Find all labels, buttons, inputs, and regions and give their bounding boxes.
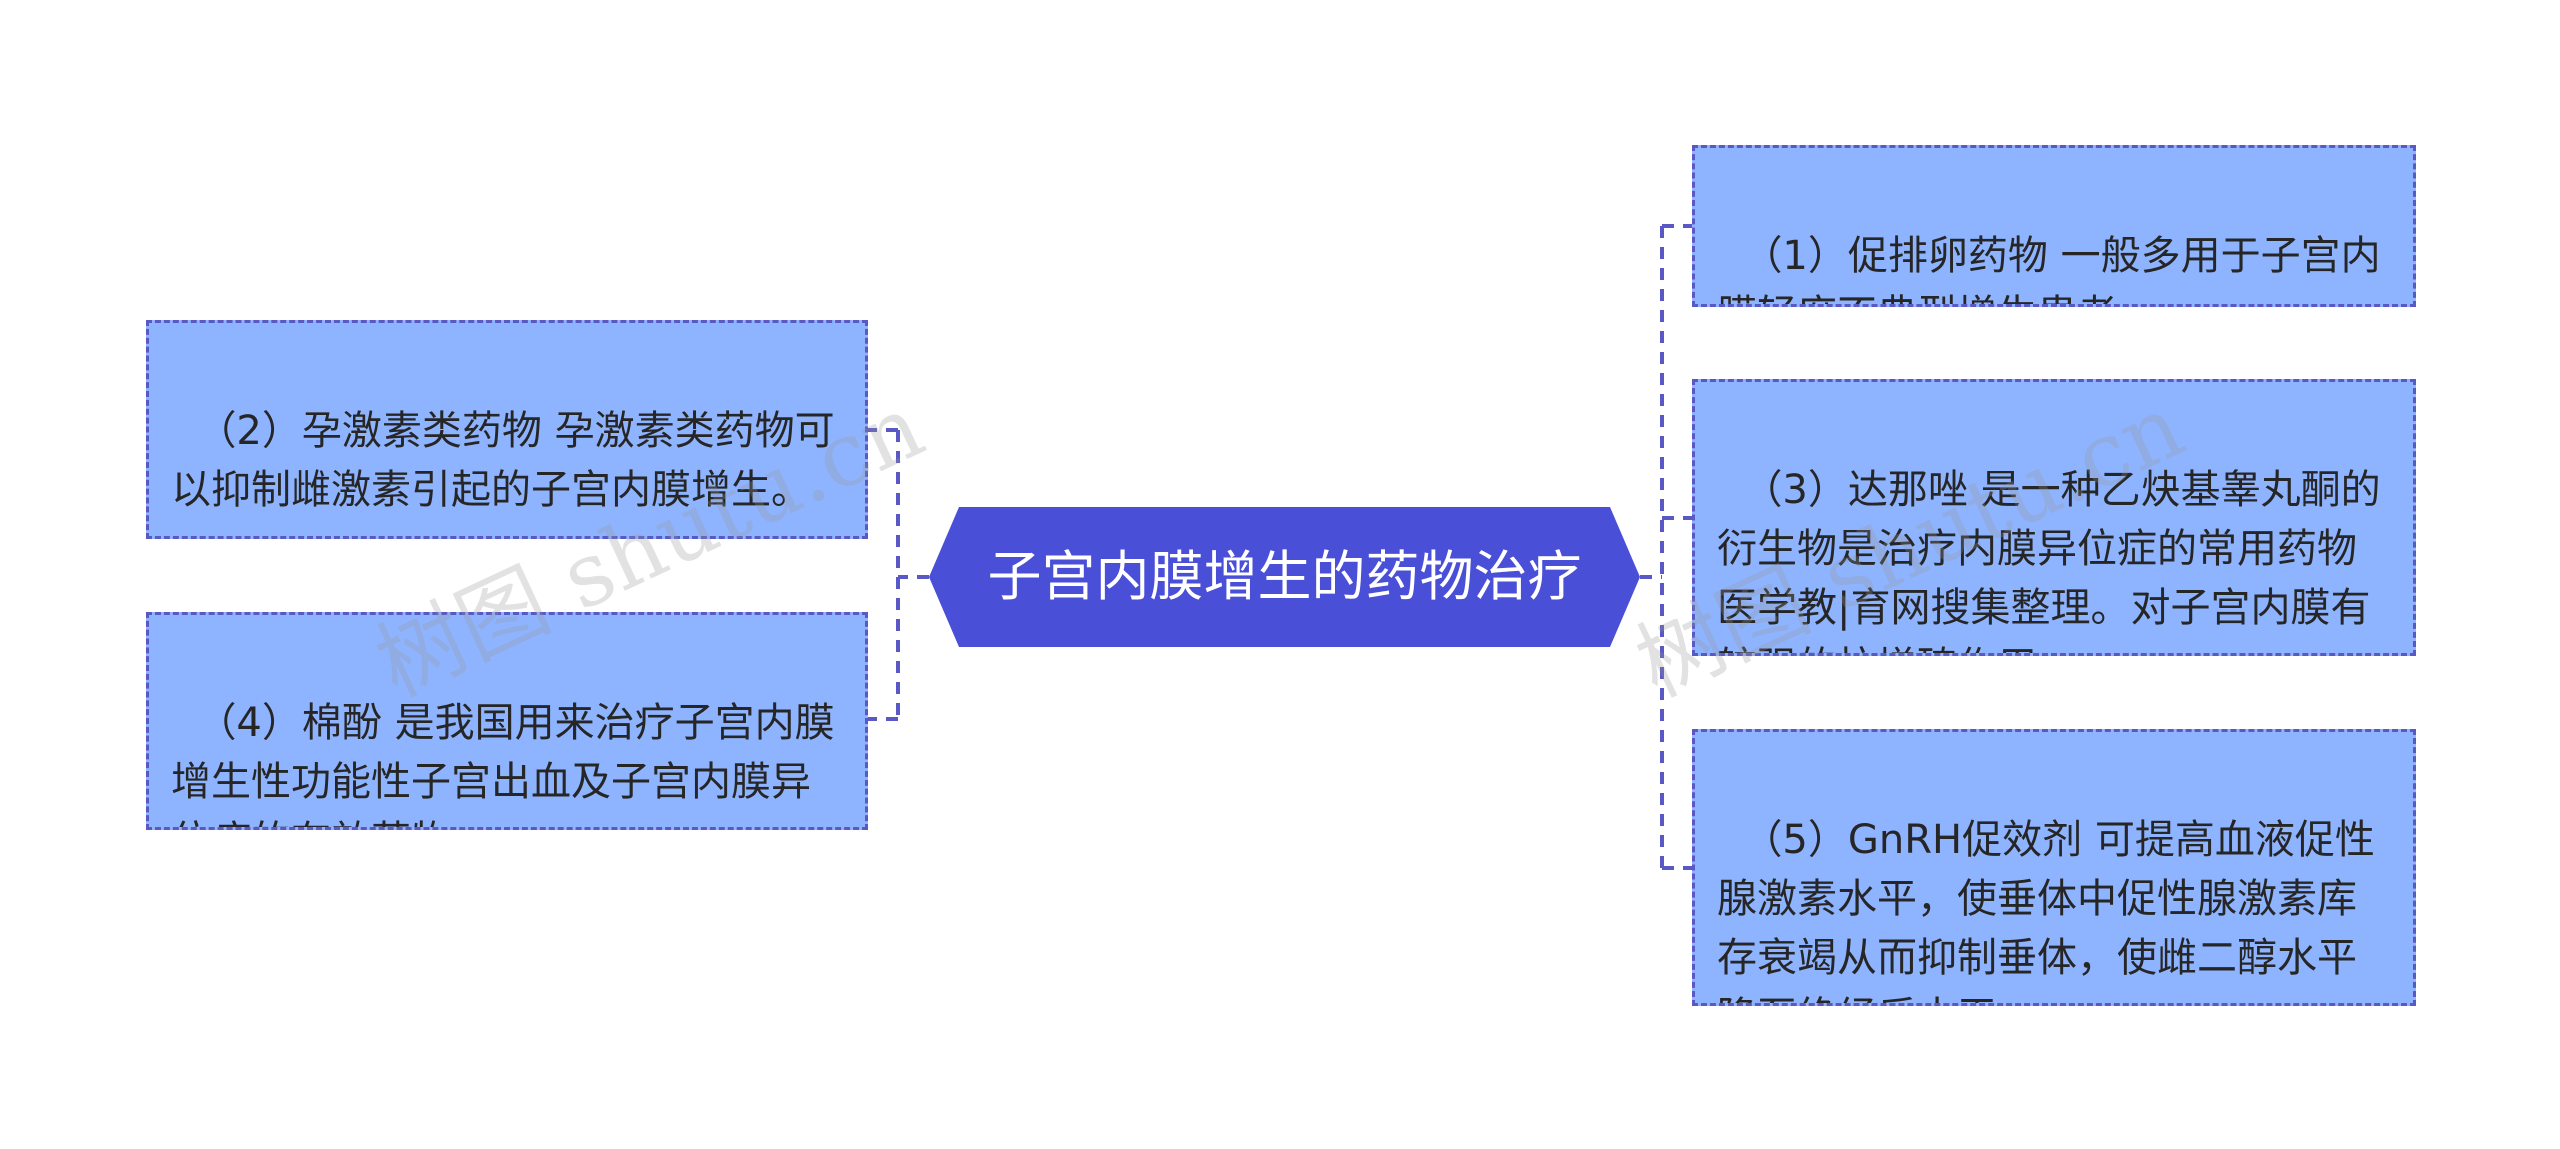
branch-node-3-text: （3）达那唑 是一种乙炔基睾丸酮的衍生物是治疗内膜异位症的常用药物医学教|育网搜… (1717, 467, 2381, 653)
branch-node-1[interactable]: （1）促排卵药物 一般多用于子宫内膜轻度不典型增生患者。 (1692, 145, 2416, 307)
central-topic-shape (929, 507, 1640, 647)
branch-node-4[interactable]: （4）棉酚 是我国用来治疗子宫内膜增生性功能性子宫出血及子宫内膜异位症的有效药物… (146, 612, 868, 830)
central-topic[interactable]: 子宫内膜增生的药物治疗 (929, 507, 1640, 647)
branch-node-2-text: （2）孕激素类药物 孕激素类药物可以抑制雌激素引起的子宫内膜增生。 (171, 408, 835, 513)
branch-node-5[interactable]: （5）GnRH促效剂 可提高血液促性腺激素水平，使垂体中促性腺激素库存衰竭从而抑… (1692, 729, 2416, 1006)
branch-node-1-text: （1）促排卵药物 一般多用于子宫内膜轻度不典型增生患者。 (1717, 233, 2381, 304)
branch-node-3[interactable]: （3）达那唑 是一种乙炔基睾丸酮的衍生物是治疗内膜异位症的常用药物医学教|育网搜… (1692, 379, 2416, 656)
branch-node-2[interactable]: （2）孕激素类药物 孕激素类药物可以抑制雌激素引起的子宫内膜增生。 (146, 320, 868, 539)
branch-node-5-text: （5）GnRH促效剂 可提高血液促性腺激素水平，使垂体中促性腺激素库存衰竭从而抑… (1717, 817, 2375, 1003)
branch-node-4-text: （4）棉酚 是我国用来治疗子宫内膜增生性功能性子宫出血及子宫内膜异位症的有效药物… (171, 700, 835, 827)
central-topic-label: 子宫内膜增生的药物治疗 (987, 545, 1582, 608)
